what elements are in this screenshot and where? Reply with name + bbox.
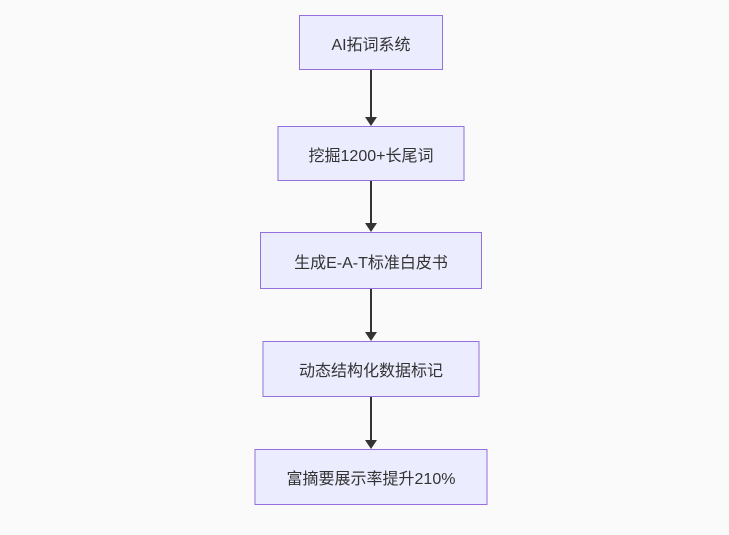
flow-node-label: 生成E-A-T标准白皮书 — [294, 254, 448, 272]
flow-node-label: AI拓词系统 — [331, 36, 411, 54]
arrowhead-down-icon — [365, 117, 377, 126]
edge-arrow-1 — [365, 70, 377, 126]
arrow-line — [370, 397, 372, 440]
flow-node-label: 动态结构化数据标记 — [298, 363, 443, 380]
arrow-line — [370, 289, 372, 332]
arrowhead-down-icon — [365, 440, 377, 449]
arrowhead-down-icon — [365, 223, 377, 232]
arrow-line — [370, 181, 372, 223]
flow-node-label: 挖掘1200+长尾词 — [308, 147, 434, 165]
flow-node-rich-snippet-result: 富摘要展示率提升210% — [254, 449, 488, 505]
flow-node-longtail-mining: 挖掘1200+长尾词 — [277, 126, 465, 181]
arrow-line — [370, 70, 372, 117]
flow-node-label: 富摘要展示率提升210% — [286, 471, 456, 488]
edge-arrow-3 — [365, 289, 377, 341]
edge-arrow-2 — [365, 181, 377, 232]
flow-node-structured-data: 动态结构化数据标记 — [262, 341, 480, 397]
flow-node-eat-whitepaper: 生成E-A-T标准白皮书 — [260, 232, 482, 289]
edge-arrow-4 — [365, 397, 377, 449]
flow-node-ai-keyword-system: AI拓词系统 — [299, 15, 443, 70]
arrowhead-down-icon — [365, 332, 377, 341]
